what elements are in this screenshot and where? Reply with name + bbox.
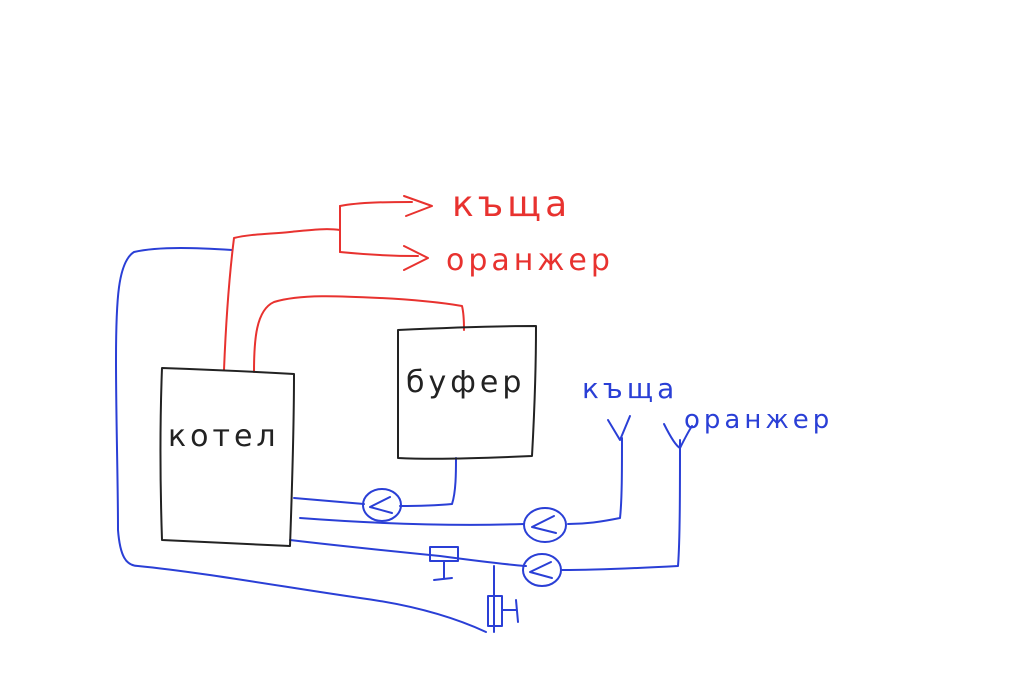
boiler-label: котел (168, 419, 280, 454)
valve-2-icon (487, 595, 519, 627)
greenhouse-arrow-icon (663, 423, 693, 449)
greenhouse-to-pump-3 (561, 439, 681, 571)
boiler-box (159, 367, 295, 547)
outer-return-loop (115, 247, 487, 633)
house-arrow-red-icon (403, 195, 433, 217)
return-pipes (115, 247, 693, 633)
greenhouse-arrow-red-icon (403, 245, 429, 271)
house-to-pump-2 (567, 437, 623, 525)
pump-1-to-boiler (293, 497, 365, 505)
house-arrow-icon (607, 415, 631, 441)
supply-pipes (223, 195, 465, 373)
splitter-to-house (339, 201, 413, 207)
buffer-box (396, 325, 537, 460)
greenhouse-blue-label: оранжер (684, 405, 833, 435)
splitter-to-greenhouse (339, 251, 419, 257)
greenhouse-red-label: оранжер (446, 243, 614, 278)
pump-3-to-boiler (289, 539, 527, 567)
house-red-label: къща (452, 184, 571, 225)
pump-1-icon (362, 488, 402, 522)
valve-1-icon (429, 546, 459, 581)
buffer-to-pump-1 (399, 457, 457, 507)
pump-2-to-boiler (299, 517, 525, 526)
buffer-label: буфер (406, 365, 525, 400)
boiler-to-splitter (223, 228, 341, 371)
pump-3-icon (522, 553, 562, 587)
boiler-to-buffer (253, 295, 465, 373)
house-blue-label: къща (582, 372, 678, 405)
pump-2-icon (523, 507, 567, 543)
